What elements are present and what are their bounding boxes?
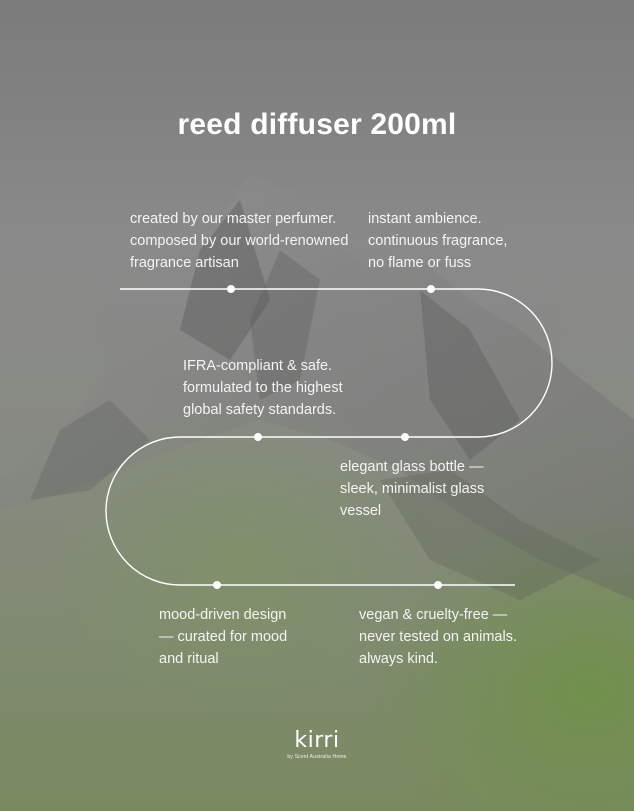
waypoint-dot bbox=[401, 433, 409, 441]
page-title: reed diffuser 200ml bbox=[177, 108, 457, 141]
waypoint-dot bbox=[254, 433, 262, 441]
feature-mood-driven-design: mood-driven design — curated for mood an… bbox=[159, 607, 288, 667]
waypoint-dot bbox=[227, 285, 235, 293]
brand-name: kirri bbox=[294, 728, 340, 753]
feature-ifra-compliant: IFRA-compliant & safe. formulated to the… bbox=[183, 358, 343, 418]
waypoint-dot bbox=[213, 581, 221, 589]
feature-master-perfumer: created by our master perfumer. composed… bbox=[130, 211, 349, 271]
brand-logo: kirri by Scent Australia Home bbox=[0, 728, 634, 760]
feature-instant-ambience: instant ambience. continuous fragrance, … bbox=[368, 211, 508, 271]
brand-tagline: by Scent Australia Home bbox=[287, 754, 347, 760]
feature-glass-bottle: elegant glass bottle — sleek, minimalist… bbox=[340, 459, 485, 519]
waypoint-dot bbox=[427, 285, 435, 293]
waypoint-dot bbox=[434, 581, 442, 589]
feature-vegan-cruelty-free: vegan & cruelty-free — never tested on a… bbox=[359, 607, 517, 667]
